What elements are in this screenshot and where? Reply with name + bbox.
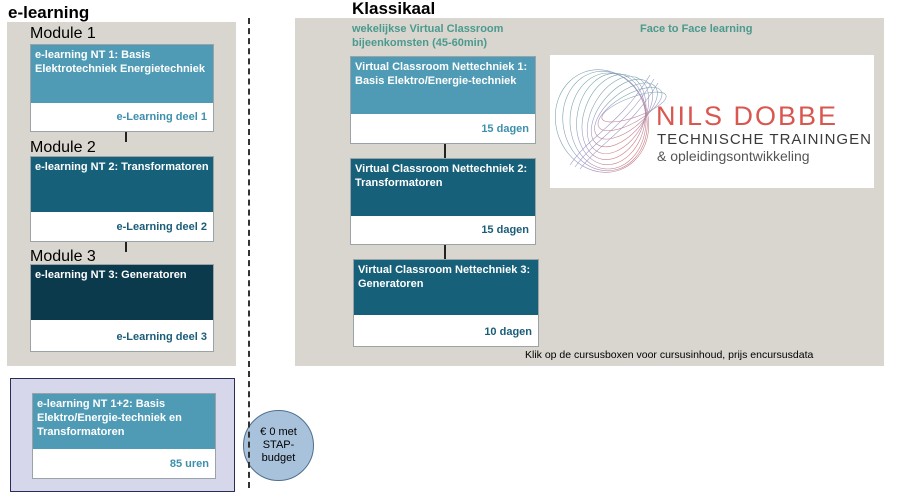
card-footer: e-Learning deel 2	[116, 221, 207, 233]
elearning-bundle-card[interactable]: e-learning NT 1+2: Basis Elektro/Energie…	[32, 393, 216, 479]
card-footer: 15 dagen	[481, 123, 529, 135]
instruction-note: Klik op de cursusboxen voor cursusinhoud…	[525, 349, 814, 361]
card-footer: 15 dagen	[481, 224, 529, 236]
card-title: e-learning NT 3: Generatoren	[31, 265, 213, 320]
card-title: Virtual Classroom Nettechniek 3: Generat…	[354, 260, 538, 315]
card-footer: 85 uren	[169, 458, 209, 470]
card-title: Virtual Classroom Nettechniek 2: Transfo…	[351, 159, 535, 216]
card-footer: 10 dagen	[484, 326, 532, 338]
elearning-nt1-card[interactable]: e-learning NT 1: Basis Elektrotechniek E…	[30, 44, 214, 132]
logo-line3: & opleidingsontwikkeling	[657, 148, 810, 164]
connector-line	[444, 245, 446, 259]
virtual-classroom-nt3-card[interactable]: Virtual Classroom Nettechniek 3: Generat…	[353, 259, 539, 347]
module-1-label: Module 1	[30, 25, 96, 42]
badge-text: € 0 met STAP-budget	[260, 426, 297, 464]
card-footer: e-Learning deel 3	[116, 331, 207, 343]
virtual-classroom-nt2-card[interactable]: Virtual Classroom Nettechniek 2: Transfo…	[350, 158, 536, 245]
card-footer: e-Learning deel 1	[116, 111, 207, 123]
card-title: Virtual Classroom Nettechniek 1: Basis E…	[351, 57, 535, 114]
module-3-label: Module 3	[30, 248, 96, 265]
elearning-nt3-card[interactable]: e-learning NT 3: Generatoren e-Learning …	[30, 264, 214, 352]
logo-line2: TECHNISCHE TRAININGEN	[657, 131, 872, 148]
klassikaal-heading: Klassikaal	[352, 0, 436, 18]
card-title: e-learning NT 1+2: Basis Elektro/Energie…	[33, 394, 215, 449]
connector-line	[444, 144, 446, 158]
logo-line1: NILS DOBBE	[656, 101, 838, 131]
virtual-classroom-nt1-card[interactable]: Virtual Classroom Nettechniek 1: Basis E…	[350, 56, 536, 144]
connector-line	[125, 132, 127, 142]
column-divider	[248, 18, 250, 488]
logo-spiral-icon: NILS DOBBE TECHNISCHE TRAININGEN & oplei…	[554, 69, 872, 173]
card-title: e-learning NT 2: Transformatoren	[31, 157, 213, 212]
stap-budget-badge[interactable]: € 0 met STAP-budget	[243, 410, 314, 481]
elearning-nt2-card[interactable]: e-learning NT 2: Transformatoren e-Learn…	[30, 156, 214, 242]
card-title: e-learning NT 1: Basis Elektrotechniek E…	[31, 45, 213, 103]
connector-line	[125, 242, 127, 252]
virtual-classroom-subheading: wekelijkse Virtual Classroom bijeenkomst…	[352, 23, 504, 49]
face-to-face-subheading: Face to Face learning	[640, 23, 753, 35]
nils-dobbe-logo[interactable]: NILS DOBBE TECHNISCHE TRAININGEN & oplei…	[550, 55, 874, 188]
elearning-heading: e-learning	[8, 3, 90, 22]
module-2-label: Module 2	[30, 139, 96, 156]
